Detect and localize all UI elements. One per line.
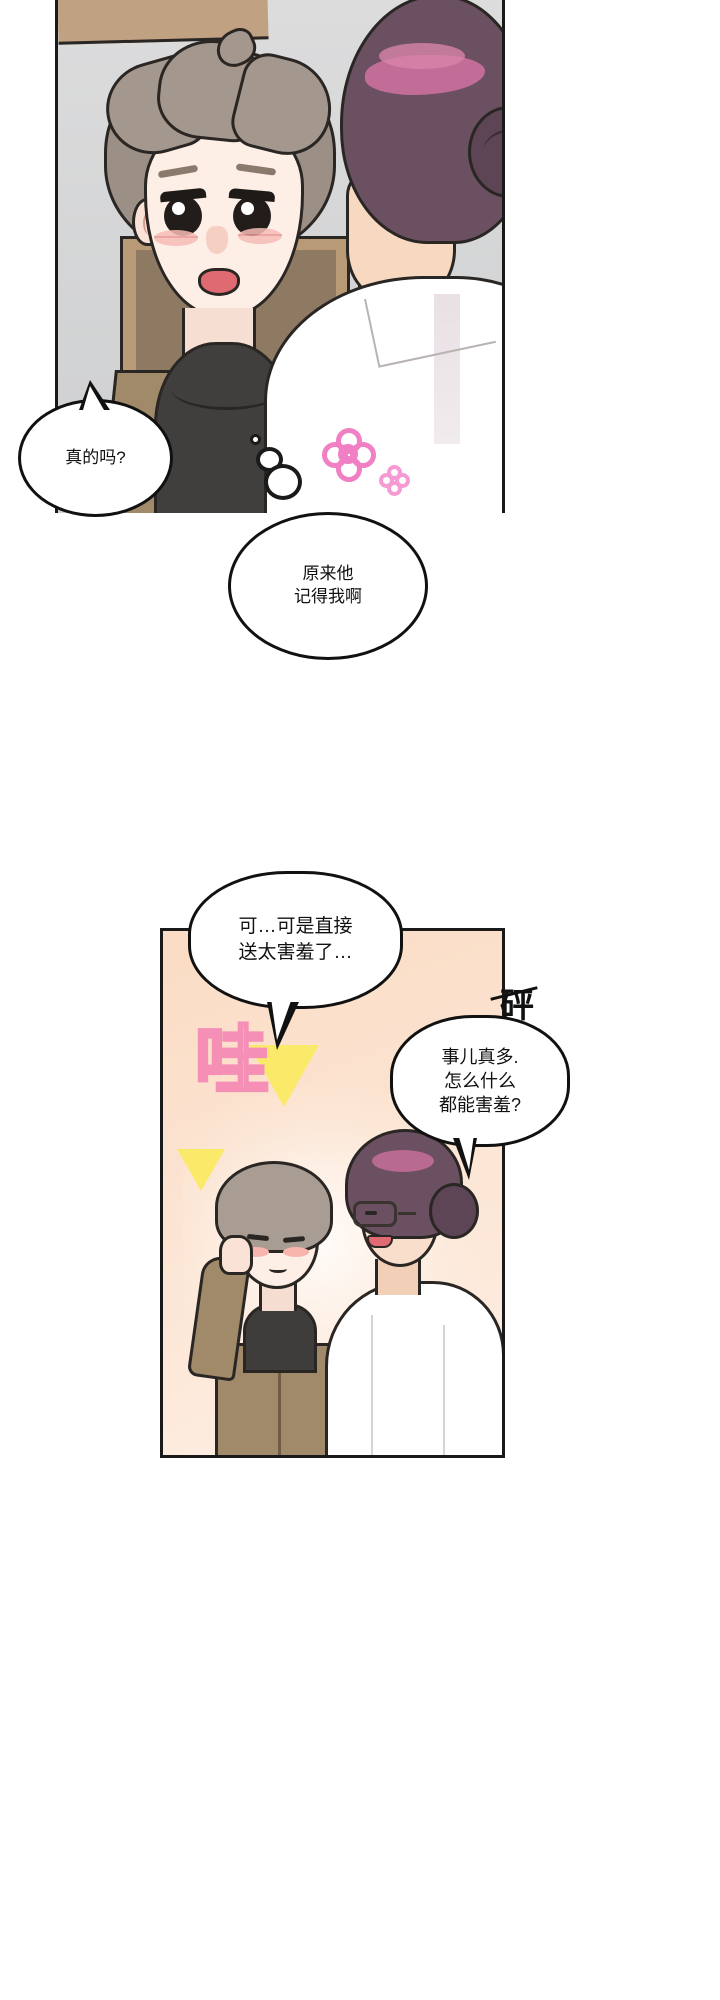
panel-2: 哇 [160, 928, 505, 1458]
panel2-boy-hand [219, 1235, 253, 1275]
panel2-purple-person-mouth [367, 1235, 393, 1248]
flower-sparkle-icon [322, 428, 376, 482]
panel2-character-purple-haired-person [325, 1129, 502, 1455]
panel2-hair-highlight [372, 1150, 434, 1172]
boy-blush-right [238, 228, 282, 244]
panel2-boy-blush-right [283, 1247, 309, 1257]
panel2-shirt-fold-a [371, 1315, 373, 1455]
sound-effect-wa: 哇 [194, 1018, 271, 1104]
yellow-triangle-large [249, 1045, 319, 1107]
flower-sparkle-small-icon [379, 465, 410, 496]
bubble-tail [453, 1134, 477, 1180]
boy-hair-front [95, 23, 346, 196]
glasses-icon [353, 1201, 416, 1227]
bubble-tail [267, 998, 299, 1050]
speech-bubble-shy-text: 可…可是直接 送太害羞了… [238, 916, 353, 963]
panel2-purple-person-bun [429, 1183, 479, 1239]
purple-person-hair-highlight-inner [379, 43, 465, 69]
purple-person-hair [340, 0, 502, 244]
panel2-purple-person-eye [365, 1211, 377, 1215]
boy-nose [206, 226, 228, 254]
speech-bubble-really-text: 真的吗? [65, 447, 126, 467]
speech-bubble-tease-text: 事儿真多. 怎么什么 都能害羞? [438, 1046, 521, 1116]
boy-blush-left [154, 230, 198, 246]
thought-dot-small-icon [250, 434, 261, 445]
bubble-tail [79, 380, 110, 410]
panel2-shirt-fold-b [443, 1325, 445, 1455]
panel2-boy-blush-left [243, 1247, 269, 1257]
panel2-boy-mouth [269, 1265, 287, 1273]
character-gray-haired-boy [95, 23, 358, 513]
yellow-triangle-small [177, 1149, 225, 1191]
boy-open-mouth [198, 268, 240, 296]
thought-bubble-remember-text: 原来他 记得我啊 [294, 564, 362, 606]
speech-bubble-tease: 事儿真多. 怎么什么 都能害羞? [390, 1015, 570, 1180]
boy-eye-left [164, 196, 202, 236]
shirt-shadow [434, 294, 460, 444]
thought-bubble-remember: 原来他 记得我啊 [228, 512, 428, 660]
thought-dot-large-icon [264, 464, 302, 500]
panel2-purple-person-shirt [325, 1281, 502, 1455]
speech-bubble-shy: 可…可是直接 送太害羞了… [188, 871, 403, 1050]
speech-bubble-really: 真的吗? [18, 380, 173, 517]
panel2-character-gray-haired-boy [186, 1161, 351, 1455]
panel2-boy-turtleneck [243, 1303, 317, 1373]
